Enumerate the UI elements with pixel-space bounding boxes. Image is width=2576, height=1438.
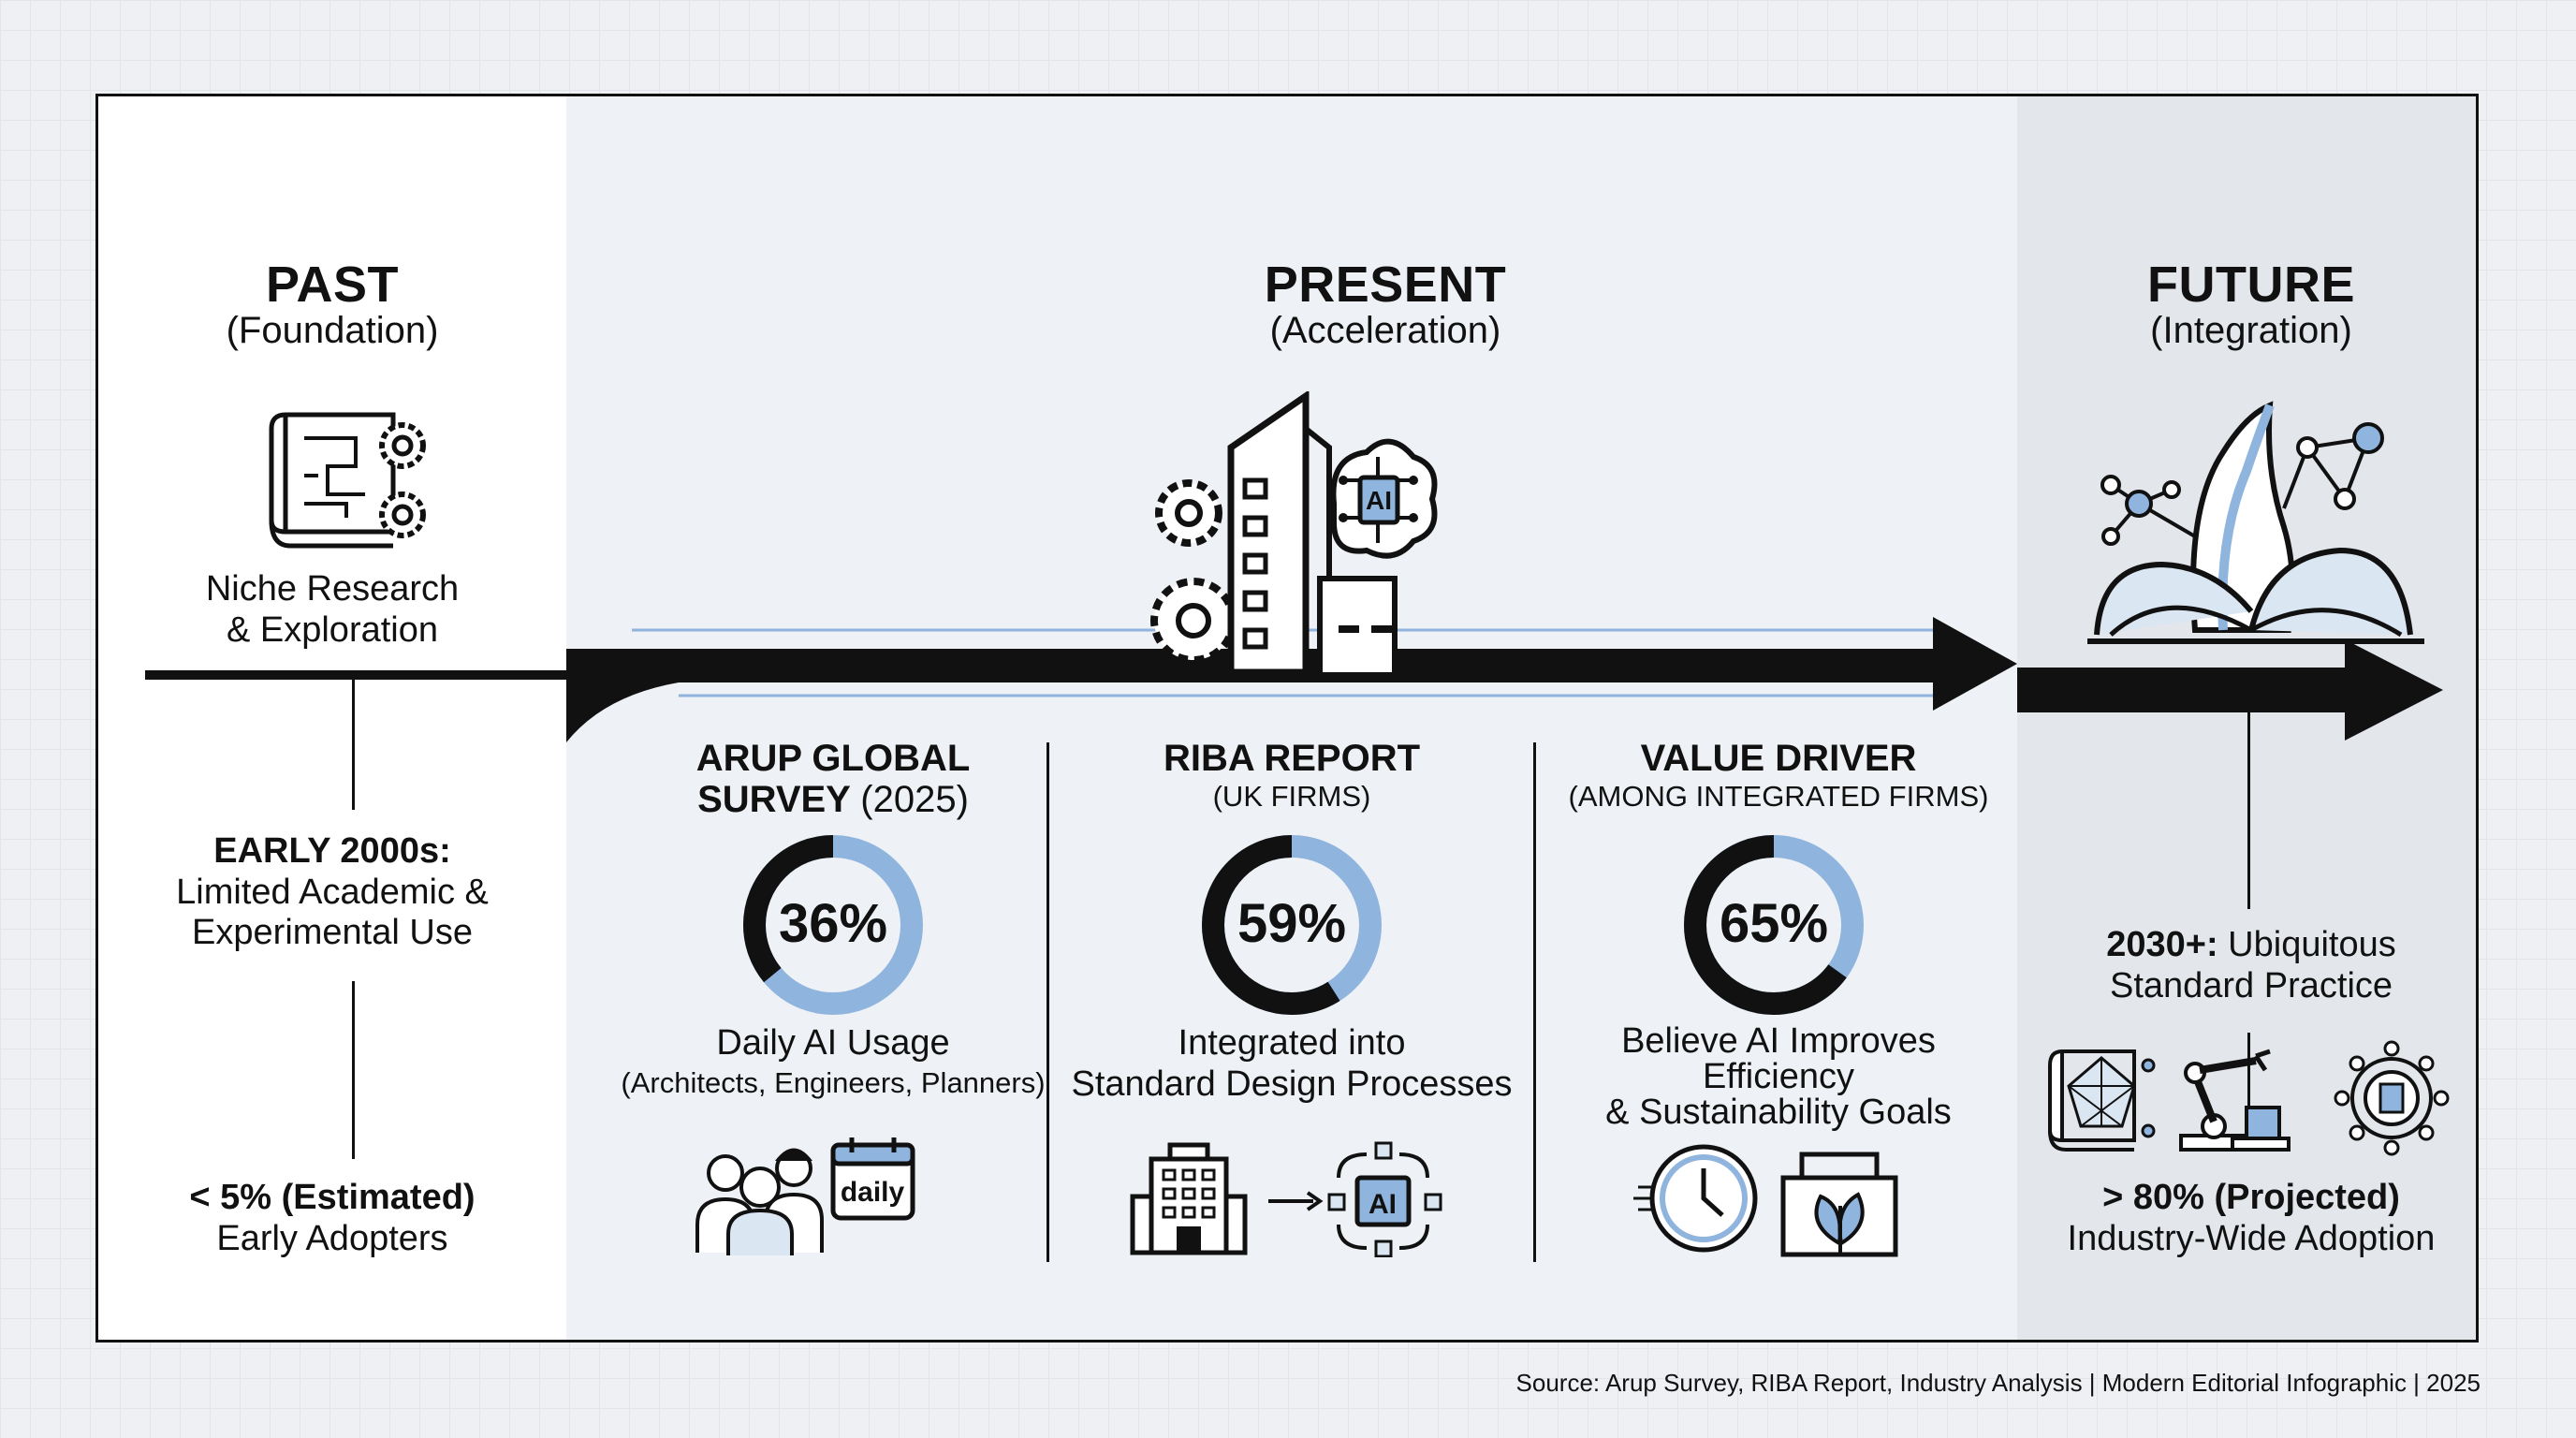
- past-connector-bottom: [352, 981, 355, 1159]
- riba-report-subheading: (UK FIRMS): [1212, 780, 1371, 813]
- value-driver-caption: Believe AI Improves Efficiency & Sustain…: [1605, 1021, 1952, 1132]
- arup-percentage: 36%: [778, 893, 888, 954]
- present-divider-1: [1046, 742, 1049, 1262]
- ai-chip-text: AI: [1368, 1189, 1397, 1220]
- value-driver-subheading: (AMONG INTEGRATED FIRMS): [1568, 780, 1989, 813]
- donut-value-arc: [1202, 835, 1382, 1015]
- future-connector-top: [2247, 712, 2250, 909]
- ai-chip-label: AI: [1366, 486, 1392, 515]
- futuristic-network-building-icon: [2087, 401, 2424, 644]
- past-connector-top: [352, 679, 355, 810]
- blueprint-gears-icon: [269, 412, 426, 549]
- arup-caption: Daily AI Usage: [716, 1023, 950, 1063]
- donut-value-arc: [1684, 835, 1864, 1015]
- past-description: Niche Research & Exploration: [205, 569, 460, 650]
- future-stat: > 80% (Projected) Industry-Wide Adoption: [2067, 1178, 2436, 1258]
- present-title: PRESENT: [1264, 257, 1507, 313]
- future-milestone: 2030+: Ubiquitous Standard Practice: [2106, 925, 2396, 1005]
- future-subtitle: (Integration): [2150, 310, 2352, 351]
- riba-percentage: 59%: [1237, 893, 1347, 954]
- value-driver-percentage: 65%: [1719, 893, 1829, 954]
- building-to-ai-chip-icon: AI: [1130, 1141, 1442, 1257]
- present-subtitle: (Acceleration): [1269, 310, 1501, 351]
- riba-caption: Integrated into Standard Design Processe…: [1071, 1023, 1513, 1104]
- daily-label: daily: [841, 1177, 905, 1208]
- future-icons-row: [2048, 1040, 2450, 1156]
- arup-donut-chart: [743, 835, 923, 1015]
- clock-leaf-building-icon: [1633, 1144, 1898, 1257]
- riba-donut-chart: [1202, 835, 1382, 1015]
- past-panel: [98, 96, 566, 1340]
- source-footnote: Source: Arup Survey, RIBA Report, Indust…: [1515, 1369, 2481, 1397]
- past-stat: < 5% (Estimated) Early Adopters: [189, 1178, 476, 1258]
- arup-survey-heading: ARUP GLOBAL SURVEY (2025): [695, 738, 971, 820]
- infographic-frame: PAST (Foundation) Niche Research & Explo…: [95, 94, 2479, 1343]
- smart-city-network-icon: [2334, 1040, 2450, 1156]
- donut-value-arc: [743, 835, 923, 1015]
- future-connector-bottom: [2247, 1033, 2250, 1115]
- riba-report-heading: RIBA REPORT: [1163, 738, 1421, 779]
- past-subtitle: (Foundation): [226, 310, 439, 351]
- past-milestone: EARLY 2000s: Limited Academic & Experime…: [176, 831, 489, 953]
- arup-caption-sub: (Architects, Engineers, Planners): [621, 1066, 1046, 1099]
- people-calendar-icon: daily: [695, 1137, 915, 1255]
- robotic-arm-icon: [2179, 1049, 2291, 1152]
- value-driver-donut-chart: [1684, 835, 1864, 1015]
- blueprint-crystal-icon: [2048, 1049, 2156, 1152]
- past-title: PAST: [265, 257, 399, 313]
- present-panel: [566, 96, 2017, 1340]
- present-divider-2: [1533, 742, 1536, 1262]
- value-driver-heading: VALUE DRIVER: [1640, 738, 1917, 779]
- building-brain-ai-icon: AI: [1150, 391, 1438, 676]
- future-title: FUTURE: [2147, 257, 2355, 313]
